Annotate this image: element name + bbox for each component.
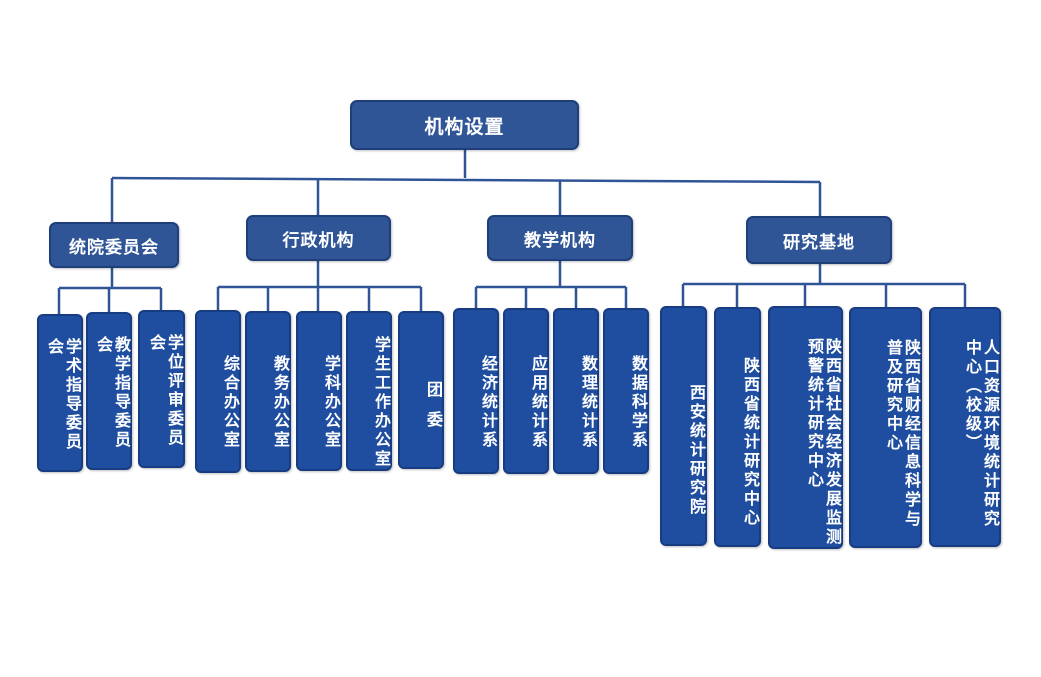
category-research: 研究基地 (746, 216, 892, 264)
category-label: 教学机构 (524, 230, 596, 251)
leaf-degree-committee: 学位评审委员会 (138, 310, 185, 468)
leaf-academic-affairs-office: 教务办公室 (245, 311, 291, 472)
category-label: 行政机构 (282, 230, 355, 251)
root-label: 机构设置 (424, 115, 505, 138)
leaf-applied-statistics-dept: 应用统计系 (503, 308, 549, 474)
category-label: 统院委员会 (69, 237, 159, 258)
leaf-population-center: 人口资源环境统计研究中心（校级） (929, 307, 1001, 547)
leaf-finance-info-center: 陕西省财经信息科学与普及研究中心 (849, 307, 922, 548)
leaf-economic-statistics-dept: 经济统计系 (453, 308, 499, 474)
connector-line (111, 176, 821, 184)
category-admin: 行政机构 (246, 215, 391, 261)
leaf-teaching-committee: 教学指导委员会 (86, 312, 132, 470)
category-teaching: 教学机构 (487, 215, 633, 261)
leaf-student-affairs-office: 学生工作办公室 (346, 311, 392, 471)
leaf-discipline-office: 学科办公室 (296, 311, 342, 471)
category-council: 统院委员会 (49, 222, 179, 268)
leaf-general-office: 综合办公室 (195, 310, 241, 473)
leaf-monitoring-center: 陕西省社会经济发展监测预警统计研究中心 (768, 306, 843, 549)
leaf-xian-statistics-institute: 西安统计研究院 (660, 306, 707, 546)
leaf-mathematical-statistics-dept: 数理统计系 (553, 308, 599, 474)
leaf-data-science-dept: 数据科学系 (603, 308, 649, 474)
leaf-academic-committee: 学术指导委员会 (37, 314, 83, 472)
leaf-youth-league: 团委 (398, 311, 444, 469)
leaf-shaanxi-statistics-center: 陕西省统计研究中心 (714, 307, 761, 547)
root-node: 机构设置 (350, 100, 579, 150)
category-label: 研究基地 (783, 232, 855, 253)
